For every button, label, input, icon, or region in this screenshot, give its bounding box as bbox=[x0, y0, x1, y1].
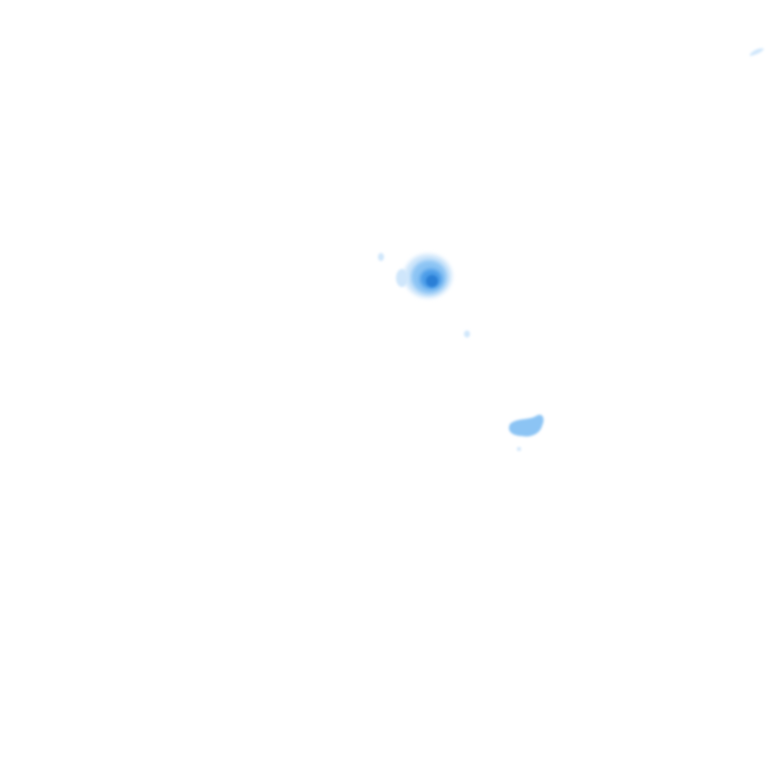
precip-cell-main-tail bbox=[396, 269, 408, 287]
precip-cell-south-body bbox=[508, 414, 544, 437]
precip-speck-corner bbox=[750, 48, 764, 56]
precip-speck-1 bbox=[378, 253, 384, 261]
precip-cell-south bbox=[508, 414, 544, 451]
precip-cell-main-core bbox=[426, 275, 438, 287]
precip-speck-2 bbox=[464, 330, 470, 338]
precip-cell-south-speck bbox=[517, 447, 521, 451]
precip-cell-main bbox=[396, 254, 452, 298]
